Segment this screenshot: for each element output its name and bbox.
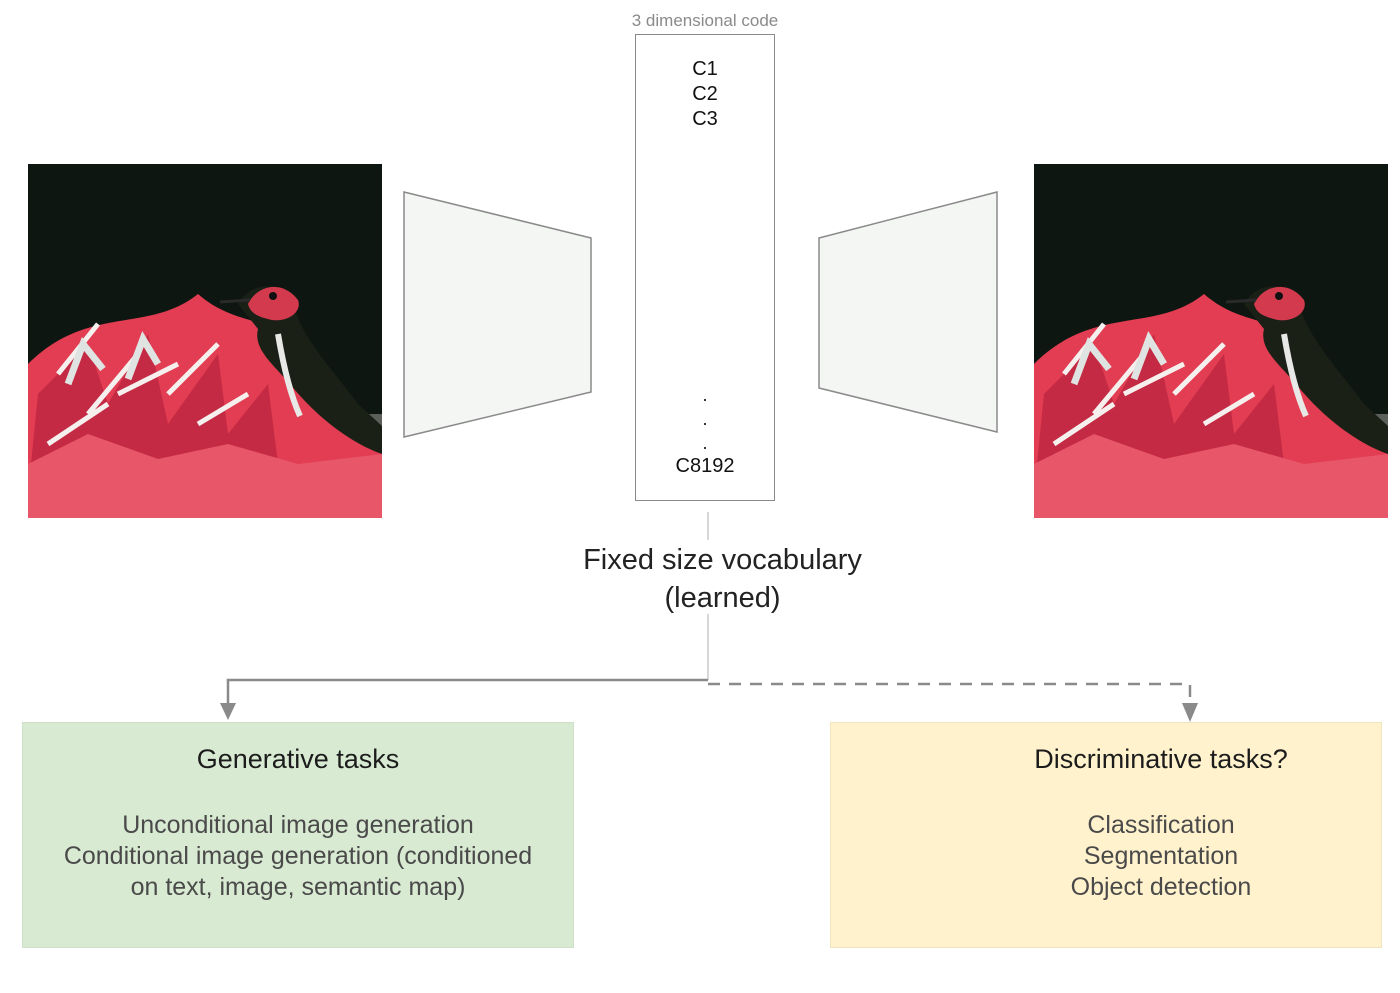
discriminative-tasks-box: Discriminative tasks? Classification Seg… bbox=[830, 722, 1382, 948]
codebook-box bbox=[635, 34, 775, 501]
task-item: Segmentation bbox=[1083, 842, 1239, 870]
generative-tasks-box: Generative tasks Unconditional image gen… bbox=[22, 722, 574, 948]
input-image bbox=[28, 164, 382, 518]
codebook-ellipsis-dot: . bbox=[702, 433, 708, 453]
reconstructed-image bbox=[1034, 164, 1388, 518]
vocabulary-line-2: (learned) bbox=[664, 582, 781, 614]
decoder-block bbox=[815, 188, 1001, 438]
vocabulary-line-1: Fixed size vocabulary bbox=[583, 544, 862, 576]
codebook-entry: C1 bbox=[692, 58, 718, 80]
codebook-entry: C3 bbox=[692, 108, 718, 130]
task-item: Conditional image generation (conditione… bbox=[63, 842, 533, 870]
codebook-ellipsis-dot: . bbox=[702, 385, 708, 405]
encoder-block bbox=[400, 188, 596, 442]
discriminative-tasks-list: Classification Segmentation Object detec… bbox=[941, 810, 1381, 903]
task-item: Unconditional image generation bbox=[122, 811, 474, 839]
codebook-caption: 3 dimensional code bbox=[631, 11, 779, 30]
task-item: Object detection bbox=[1070, 873, 1252, 901]
codebook-ellipsis-dot: . bbox=[702, 409, 708, 429]
vocabulary-label: Fixed size vocabulary (learned) bbox=[520, 541, 925, 617]
discriminative-tasks-title: Discriminative tasks? bbox=[1034, 744, 1288, 774]
codebook-entry-last: C8192 bbox=[675, 455, 735, 477]
task-item: on text, image, semantic map) bbox=[130, 873, 466, 901]
codebook-entry: C2 bbox=[692, 83, 718, 105]
task-item: Classification bbox=[1087, 811, 1235, 839]
generative-tasks-title: Generative tasks bbox=[196, 744, 400, 774]
generative-tasks-list: Unconditional image generation Condition… bbox=[23, 810, 573, 903]
